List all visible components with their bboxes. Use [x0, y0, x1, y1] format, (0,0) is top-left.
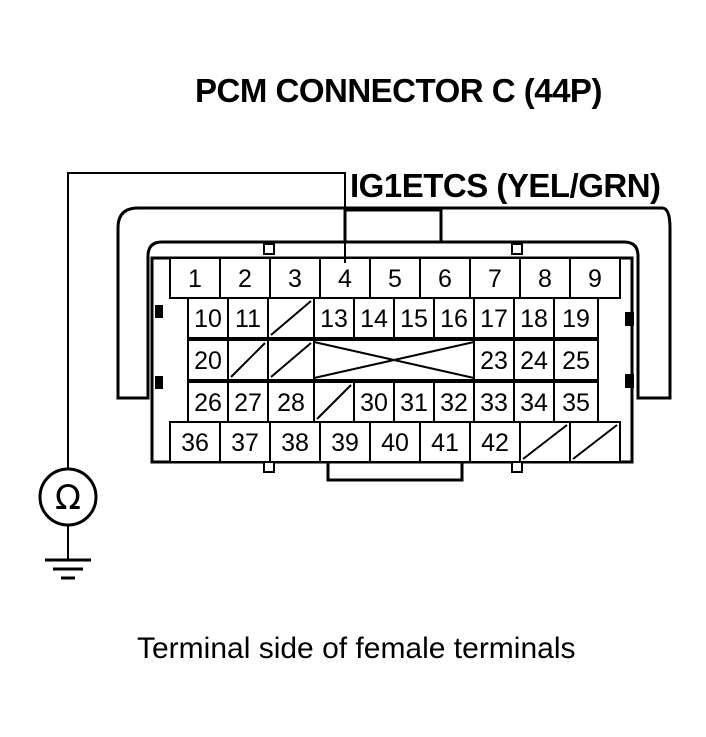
- pin-number: 18: [520, 305, 548, 333]
- pin-number: 4: [338, 265, 352, 293]
- pin-number: 7: [488, 265, 502, 293]
- pin-cavity: [369, 421, 421, 463]
- pin-number: 10: [194, 305, 222, 333]
- wire-label: IG1ETCS (YEL/GRN): [350, 167, 661, 204]
- pin-cavity: [513, 381, 555, 423]
- pin-number: 37: [231, 429, 259, 457]
- guide-tab: [511, 243, 523, 255]
- pin-number: 30: [360, 389, 388, 417]
- pin-cavity: [433, 381, 475, 423]
- pin-cavity: [269, 421, 321, 463]
- pin-number: 25: [562, 347, 590, 375]
- pin-number: 35: [562, 389, 590, 417]
- pin-number: 14: [360, 305, 388, 333]
- pin-cavity: [553, 297, 599, 339]
- pin-cavity: [269, 257, 321, 299]
- pin-cavity: [419, 421, 471, 463]
- cavity-cross: [313, 341, 475, 379]
- pin-number: 39: [331, 429, 359, 457]
- pin-cavity: [513, 339, 555, 381]
- diagram-title: PCM CONNECTOR C (44P): [195, 72, 602, 109]
- pin-number: 33: [480, 389, 508, 417]
- pin-number: 19: [562, 305, 590, 333]
- cavity-slash: [316, 384, 352, 420]
- pin-cavity: [553, 339, 599, 381]
- pin-number: 16: [440, 305, 468, 333]
- pin-cavity: [169, 421, 221, 463]
- pin-number: 15: [400, 305, 428, 333]
- pin-cavity: [219, 421, 271, 463]
- pin-cavity: [393, 297, 435, 339]
- pin-cavity: [187, 381, 229, 423]
- pin-cavity: [169, 257, 221, 299]
- pin-number: 26: [194, 389, 222, 417]
- pin-number: 17: [480, 305, 508, 333]
- pin-number: 31: [400, 389, 428, 417]
- pin-number: 32: [440, 389, 468, 417]
- pin-number: 1: [188, 265, 202, 293]
- bottom-key: [326, 460, 464, 482]
- pin-cavity: [569, 257, 621, 299]
- pin-number: 9: [588, 265, 602, 293]
- pin-cavity: [433, 297, 475, 339]
- pin-number: 27: [234, 389, 262, 417]
- guide-tab: [511, 461, 523, 473]
- pin-number: 20: [194, 347, 222, 375]
- diagram-caption: Terminal side of female terminals: [137, 632, 576, 665]
- side-latch: [155, 305, 163, 318]
- pin-number: 28: [277, 389, 305, 417]
- cavity-slash: [572, 424, 618, 460]
- pin-number: 23: [480, 347, 508, 375]
- side-latch: [625, 312, 634, 326]
- pin-cavity: [369, 257, 421, 299]
- pin-cavity: [473, 339, 515, 381]
- pin-number: 38: [281, 429, 309, 457]
- pin-number: 41: [431, 429, 459, 457]
- cavity-slash: [230, 342, 266, 378]
- pin-number: 24: [520, 347, 548, 375]
- ground-icon: [45, 558, 91, 580]
- guide-tab: [263, 461, 275, 473]
- pin-number: 34: [520, 389, 548, 417]
- side-latch: [155, 376, 163, 389]
- lock-tab: [343, 208, 443, 244]
- cavity-slash: [522, 424, 568, 460]
- pin-number: 36: [181, 429, 209, 457]
- pin-number: 2: [238, 265, 252, 293]
- pin-number: 42: [481, 429, 509, 457]
- pin-number: 8: [538, 265, 552, 293]
- pin-number: 40: [381, 429, 409, 457]
- probe-wire: [67, 172, 346, 476]
- pin-cavity: [473, 381, 515, 423]
- cavity-slash: [270, 342, 312, 378]
- ohm-icon: Ω: [55, 478, 81, 518]
- pin-number: 6: [438, 265, 452, 293]
- pin-cavity: [319, 421, 371, 463]
- pin-number: 11: [235, 305, 261, 333]
- guide-tab: [263, 243, 275, 255]
- pin-number: 3: [288, 265, 302, 293]
- pin-number: 13: [320, 305, 348, 333]
- pin-number: 5: [388, 265, 402, 293]
- cavity-slash: [270, 300, 312, 336]
- side-latch: [625, 374, 634, 388]
